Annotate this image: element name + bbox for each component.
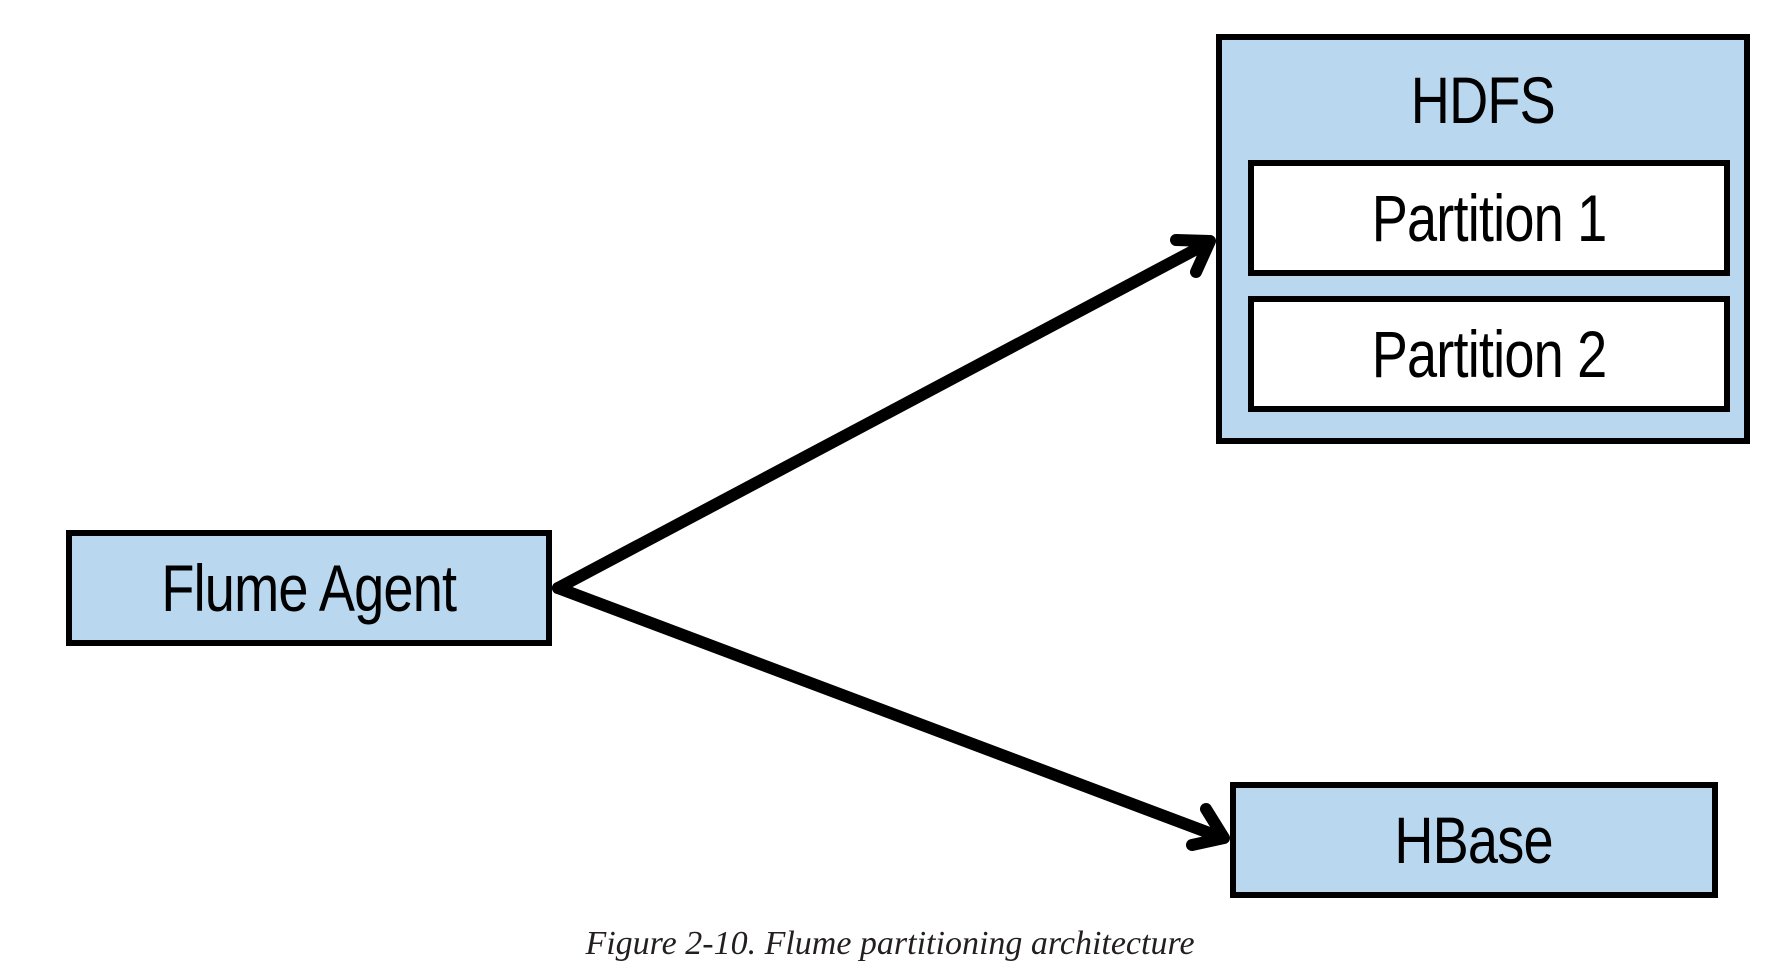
partition-2-node: Partition 2 <box>1248 296 1730 412</box>
flume-agent-node: Flume Agent <box>66 530 552 646</box>
partition-1-label: Partition 1 <box>1371 181 1607 255</box>
arrow-agent-to-hdfs <box>552 234 1216 594</box>
flume-agent-label: Flume Agent <box>161 551 458 625</box>
hbase-node: HBase <box>1230 782 1718 898</box>
arrow-agent-to-hbase <box>552 582 1230 851</box>
hdfs-label: HDFS <box>1410 63 1556 137</box>
figure-caption: Figure 2-10. Flume partitioning architec… <box>585 925 1195 962</box>
partition-2-label: Partition 2 <box>1371 317 1607 391</box>
hdfs-node: HDFS Partition 1 Partition 2 <box>1216 34 1750 444</box>
hbase-label: HBase <box>1394 803 1554 877</box>
hdfs-title: HDFS <box>1222 62 1744 138</box>
partition-1-node: Partition 1 <box>1248 160 1730 276</box>
